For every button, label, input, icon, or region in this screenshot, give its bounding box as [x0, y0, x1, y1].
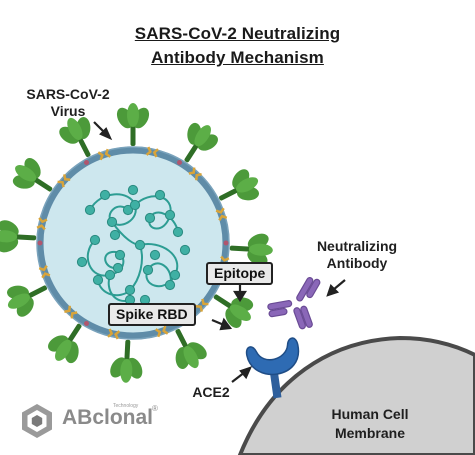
brand-tagline: Technology: [113, 403, 139, 409]
arrow-spike-rbd: [211, 317, 233, 331]
rna-bead: [104, 269, 116, 281]
envelope-protein: [195, 298, 209, 312]
spike-protein: [218, 169, 260, 201]
rna-bead: [84, 204, 96, 216]
rna-bead: [76, 256, 88, 268]
rna-bead: [142, 264, 154, 276]
virus-label-line-2: Virus: [50, 103, 86, 119]
membrane-protein: [84, 321, 89, 327]
rna-bead: [144, 212, 156, 224]
membrane-protein: [37, 240, 43, 246]
brand-name: ABclonal: [62, 406, 154, 429]
membrane-protein: [84, 159, 89, 165]
membrane-protein: [177, 159, 182, 165]
rna-bead: [124, 284, 136, 296]
rna-bead: [164, 279, 176, 291]
rna-strand: [86, 239, 125, 277]
spike-protein: [213, 294, 254, 328]
rna-bead: [169, 269, 181, 281]
envelope-protein: [155, 325, 169, 338]
spike-protein: [184, 122, 218, 163]
rna-bead: [164, 209, 176, 221]
envelope-protein: [36, 217, 48, 231]
envelope-protein: [64, 305, 78, 319]
diagram-title-line-1: SARS-CoV-2 Neutralizing: [134, 24, 341, 43]
arrow-antibody: [326, 279, 346, 297]
spike-protein: [6, 285, 48, 317]
spike-protein: [0, 220, 37, 253]
rna-bead: [134, 239, 146, 251]
spike-protein: [229, 233, 273, 266]
spike-rbd-label: Spike RBD: [108, 303, 196, 326]
rna-bead: [127, 184, 139, 196]
rna-strand: [89, 193, 137, 226]
envelope-protein: [97, 148, 111, 161]
abclonal-logo-icon: [22, 404, 52, 438]
spike-protein: [116, 103, 150, 146]
neutralizing-antibody: [267, 277, 321, 330]
antibody-label-line-2: Antibody: [326, 255, 388, 271]
arrow-virus: [93, 121, 113, 141]
rna-bead: [112, 262, 124, 274]
rna-bead: [114, 249, 126, 261]
rna-bead: [109, 229, 121, 241]
cell-label-line-1: Human Cell: [331, 406, 409, 422]
spike-protein: [59, 116, 91, 158]
rna-genome: [76, 184, 191, 306]
envelope-protein: [57, 174, 71, 188]
spike-protein: [48, 323, 82, 364]
rna-bead: [172, 226, 184, 238]
rna-bead: [129, 199, 141, 211]
antibody-label-line-1: Neutralizing: [316, 238, 398, 254]
spike-protein: [175, 328, 207, 370]
rna-bead: [149, 249, 161, 261]
membrane-protein: [223, 240, 229, 246]
epitope-label: Epitope: [206, 262, 274, 285]
rna-strand: [139, 243, 179, 288]
spike-proteins: [0, 103, 273, 383]
envelope-protein: [38, 265, 51, 279]
envelope-protein: [145, 146, 159, 158]
virus-label-line-1: SARS-CoV-2: [26, 86, 110, 102]
arrow-ace2: [231, 366, 253, 383]
spike-protein: [12, 158, 53, 192]
spike-protein: [110, 339, 143, 383]
antibody-label: Neutralizing Antibody: [292, 238, 422, 272]
rna-bead: [154, 189, 166, 201]
rna-bead: [122, 204, 134, 216]
human-cell: [237, 335, 475, 455]
rna-bead: [179, 244, 191, 256]
virus-label: SARS-CoV-2 Virus: [18, 86, 118, 120]
brand-registered-mark: ®: [152, 404, 158, 413]
rna-bead: [99, 189, 111, 201]
diagram-title-line-2: Antibody Mechanism: [151, 48, 324, 67]
envelope-protein: [188, 167, 202, 181]
ace2-label: ACE2: [192, 384, 230, 400]
ace2-receptor: [245, 337, 300, 399]
cell-membrane-label: Human Cell Membrane: [310, 405, 430, 443]
rna-bead: [89, 234, 101, 246]
rna-bead: [92, 274, 104, 286]
rna-bead: [106, 216, 118, 228]
envelope-protein: [107, 328, 121, 340]
envelope-protein: [215, 207, 228, 221]
cell-label-line-2: Membrane: [334, 425, 406, 441]
